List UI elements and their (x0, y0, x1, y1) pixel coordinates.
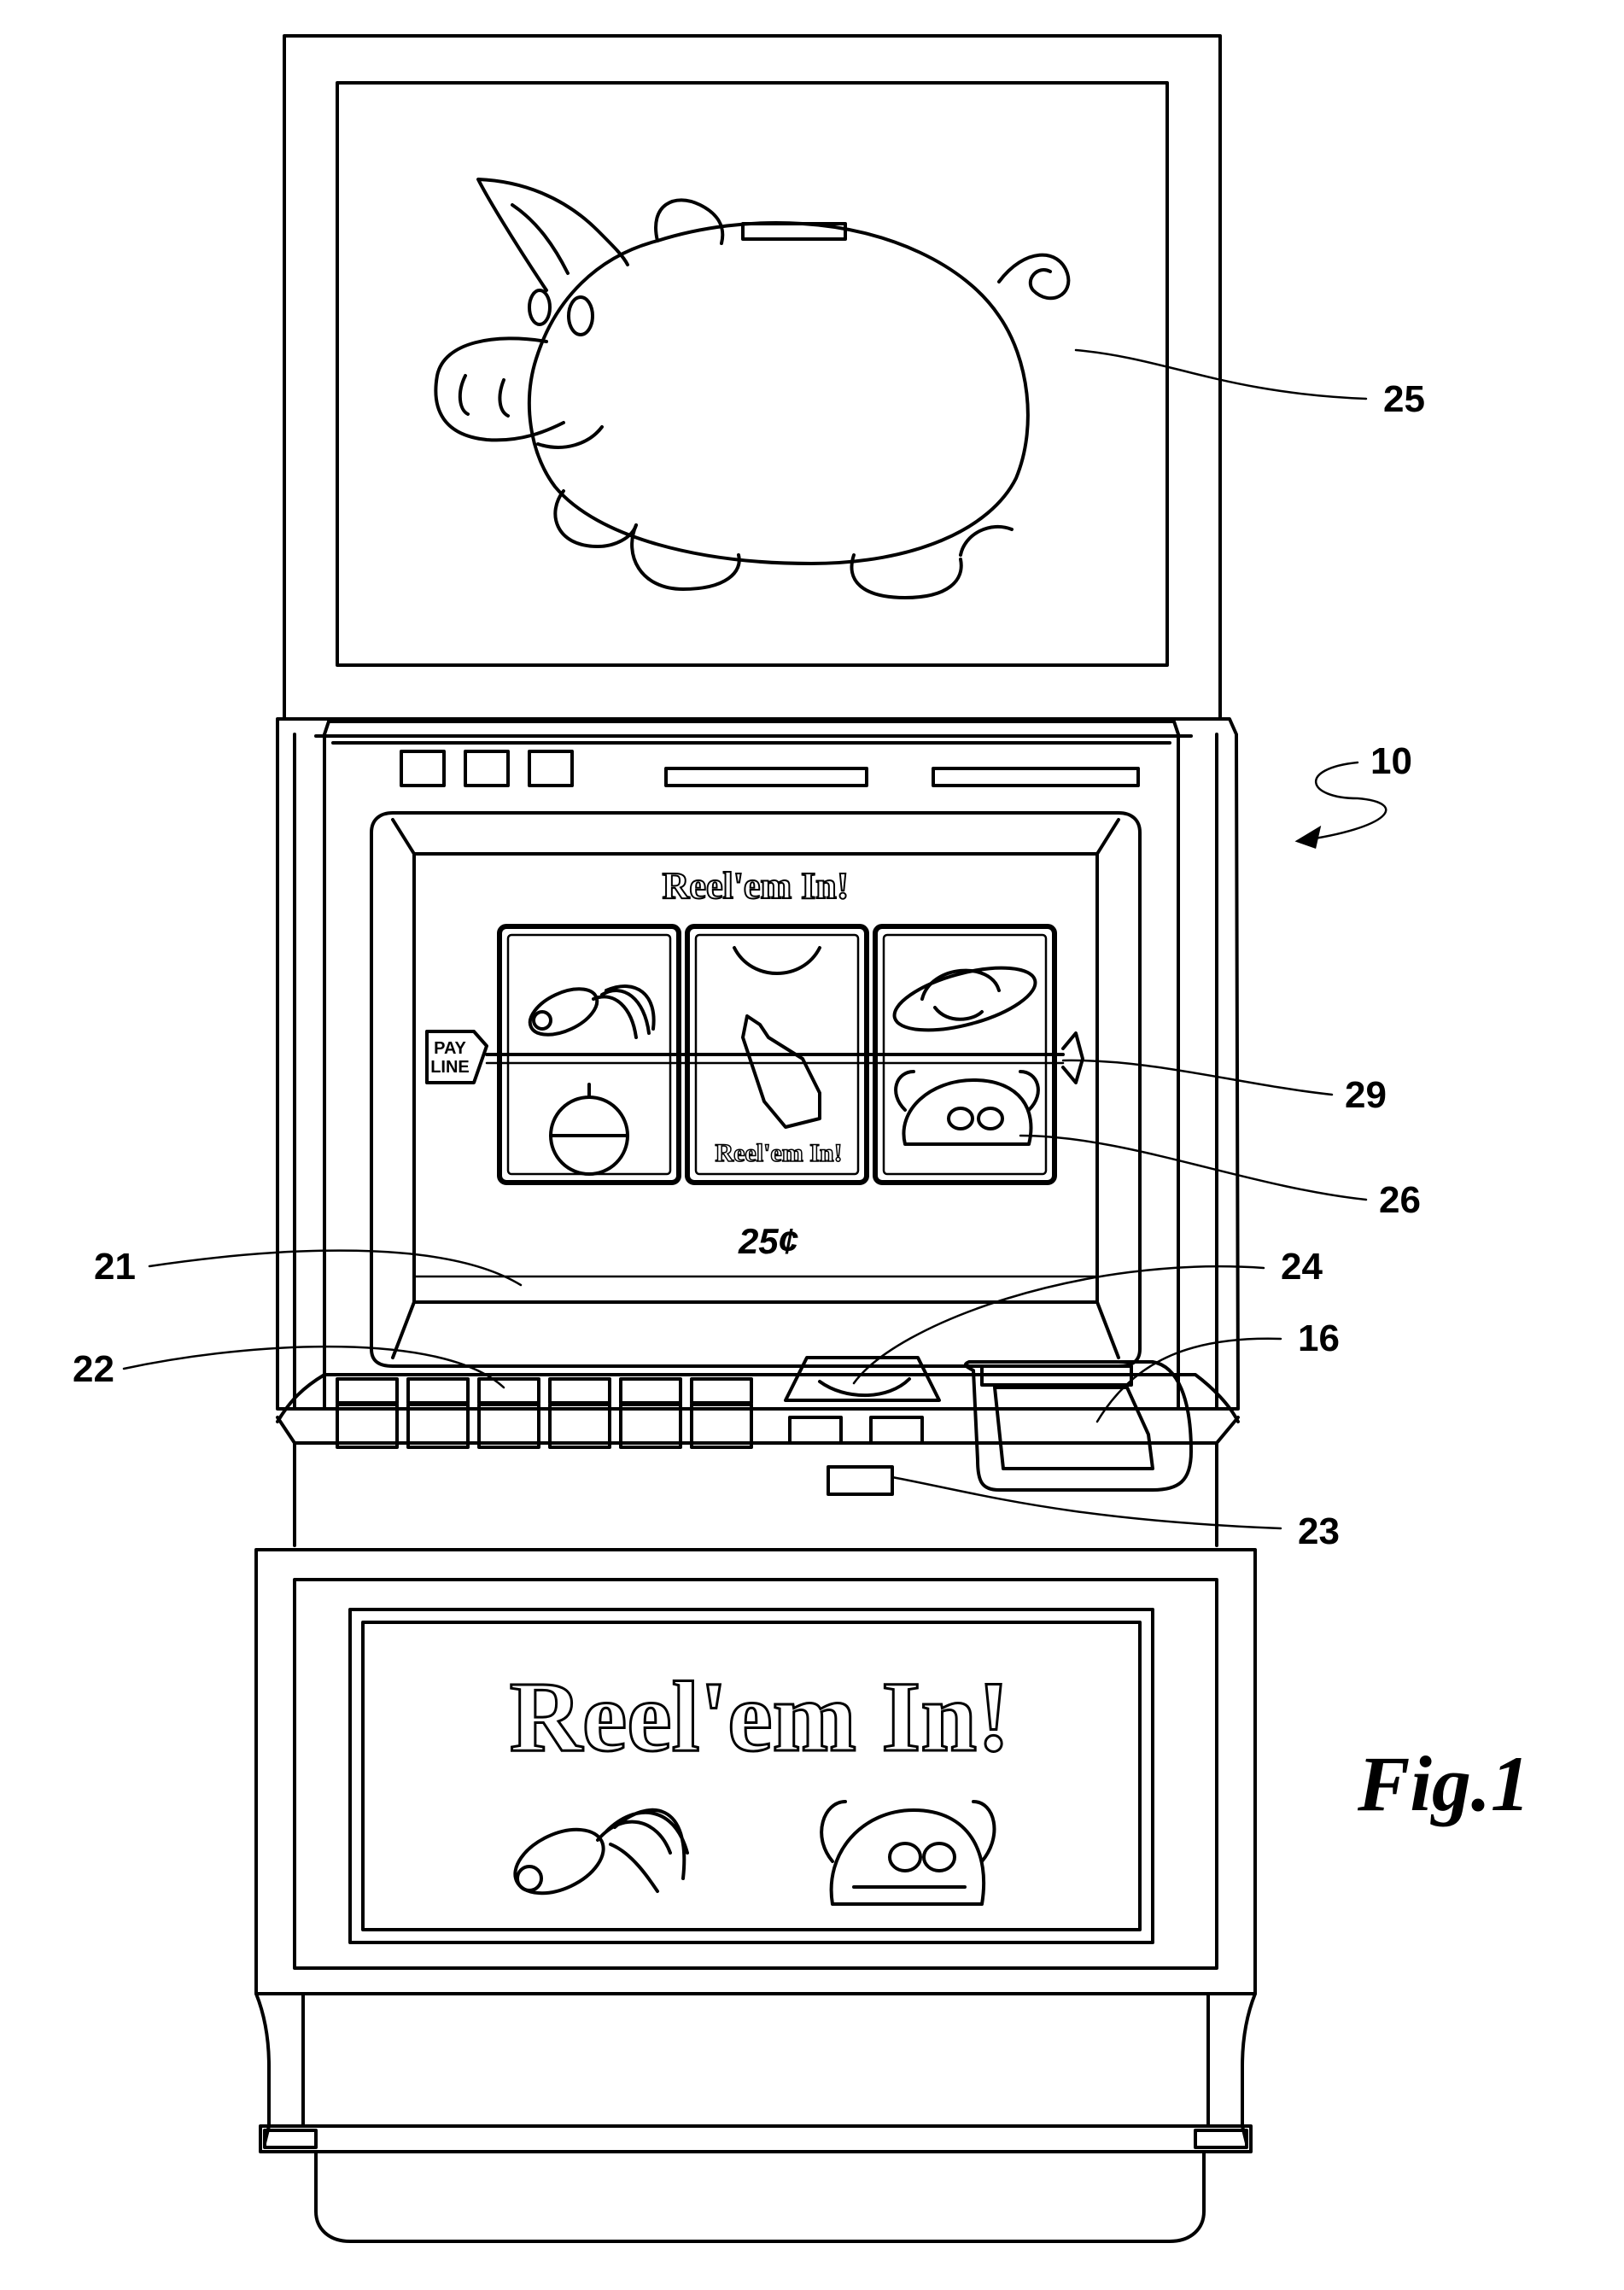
game-title: Reel'em In! (663, 865, 850, 907)
main-display: Reel'em In! 25¢ (371, 813, 1140, 1366)
ref-10: 10 (1370, 740, 1412, 782)
fish-icon (505, 1810, 687, 1906)
ref-21: 21 (94, 1246, 136, 1288)
bottle-icon (734, 948, 820, 1127)
belly-title: Reel'em In! (510, 1661, 1011, 1773)
leader-21: 21 (94, 1246, 521, 1288)
svg-text:Reel'em In!: Reel'em In! (715, 1139, 842, 1167)
player-buttons (337, 1379, 751, 1447)
fishing-lure-icon (523, 979, 654, 1043)
leader-10: 10 (1298, 740, 1412, 847)
top-box (284, 36, 1220, 719)
bobber-icon (551, 1084, 628, 1174)
payline-label-2: LINE (430, 1058, 470, 1077)
base (256, 1994, 1255, 2241)
hat-icon (888, 955, 1042, 1043)
ref-25: 25 (1383, 378, 1425, 420)
belly-title-text: Reel'em In! (510, 1661, 1011, 1773)
button-deck (277, 1375, 1238, 1422)
ref-16: 16 (1298, 1317, 1340, 1359)
piggy-bank-icon (435, 179, 1068, 598)
leader-26: 26 (1020, 1136, 1421, 1221)
ref-26: 26 (1379, 1179, 1421, 1221)
ref-24: 24 (1281, 1246, 1323, 1288)
card-reader: 23 (828, 1467, 1340, 1552)
cabinet (277, 719, 1238, 1545)
leader-25: 25 (1076, 350, 1425, 420)
clam-icon (896, 1072, 1038, 1144)
denomination: 25¢ (738, 1221, 799, 1261)
figure-label: Fig.1 (1357, 1740, 1530, 1827)
ref-23: 23 (1298, 1510, 1340, 1552)
clam-icon (821, 1802, 994, 1904)
reel-text-symbol: Reel'em In! (715, 1139, 842, 1167)
payline-label-1: PAY (434, 1039, 466, 1058)
ref-22: 22 (73, 1348, 114, 1390)
bill-acceptor (786, 1358, 939, 1443)
coin-acceptor (966, 1362, 1191, 1490)
leader-29: 29 (1063, 1060, 1387, 1116)
leader-22: 22 (73, 1347, 504, 1390)
ref-29: 29 (1345, 1074, 1387, 1116)
